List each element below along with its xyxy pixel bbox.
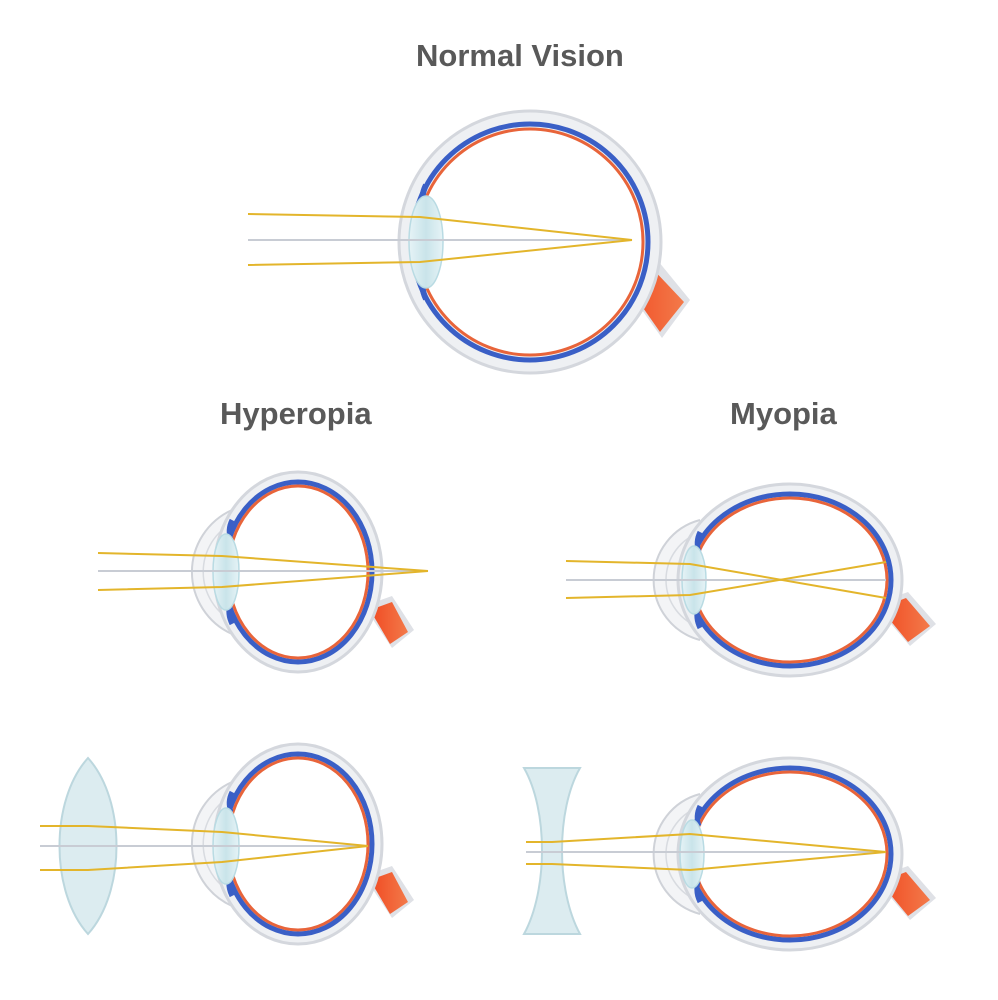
lens xyxy=(408,195,444,289)
optic-nerve-fiber xyxy=(370,602,408,644)
light-ray-top xyxy=(247,213,633,241)
myopia-corrected-eye xyxy=(522,756,936,952)
hyperopia-eye xyxy=(97,470,429,674)
light-ray-bottom xyxy=(40,845,369,871)
myopia-eye xyxy=(565,482,936,678)
light-ray-bottom xyxy=(565,561,887,599)
light-ray-bottom xyxy=(247,239,633,266)
optic-nerve-fiber xyxy=(370,872,408,914)
light-ray-top xyxy=(526,832,887,853)
hyperopia-corrected-eye xyxy=(40,742,414,946)
light-ray-top xyxy=(40,825,369,847)
normal-vision-title: Normal Vision xyxy=(416,38,624,73)
light-ray-top xyxy=(97,552,429,572)
hyperopia-title: Hyperopia xyxy=(220,396,372,431)
light-ray-top xyxy=(565,560,887,599)
lens xyxy=(679,819,705,889)
light-ray-bottom xyxy=(97,570,429,591)
cornea-inner xyxy=(665,805,703,903)
normal-eye xyxy=(247,109,690,375)
myopia-title: Myopia xyxy=(730,396,837,431)
light-ray-bottom xyxy=(526,851,887,872)
